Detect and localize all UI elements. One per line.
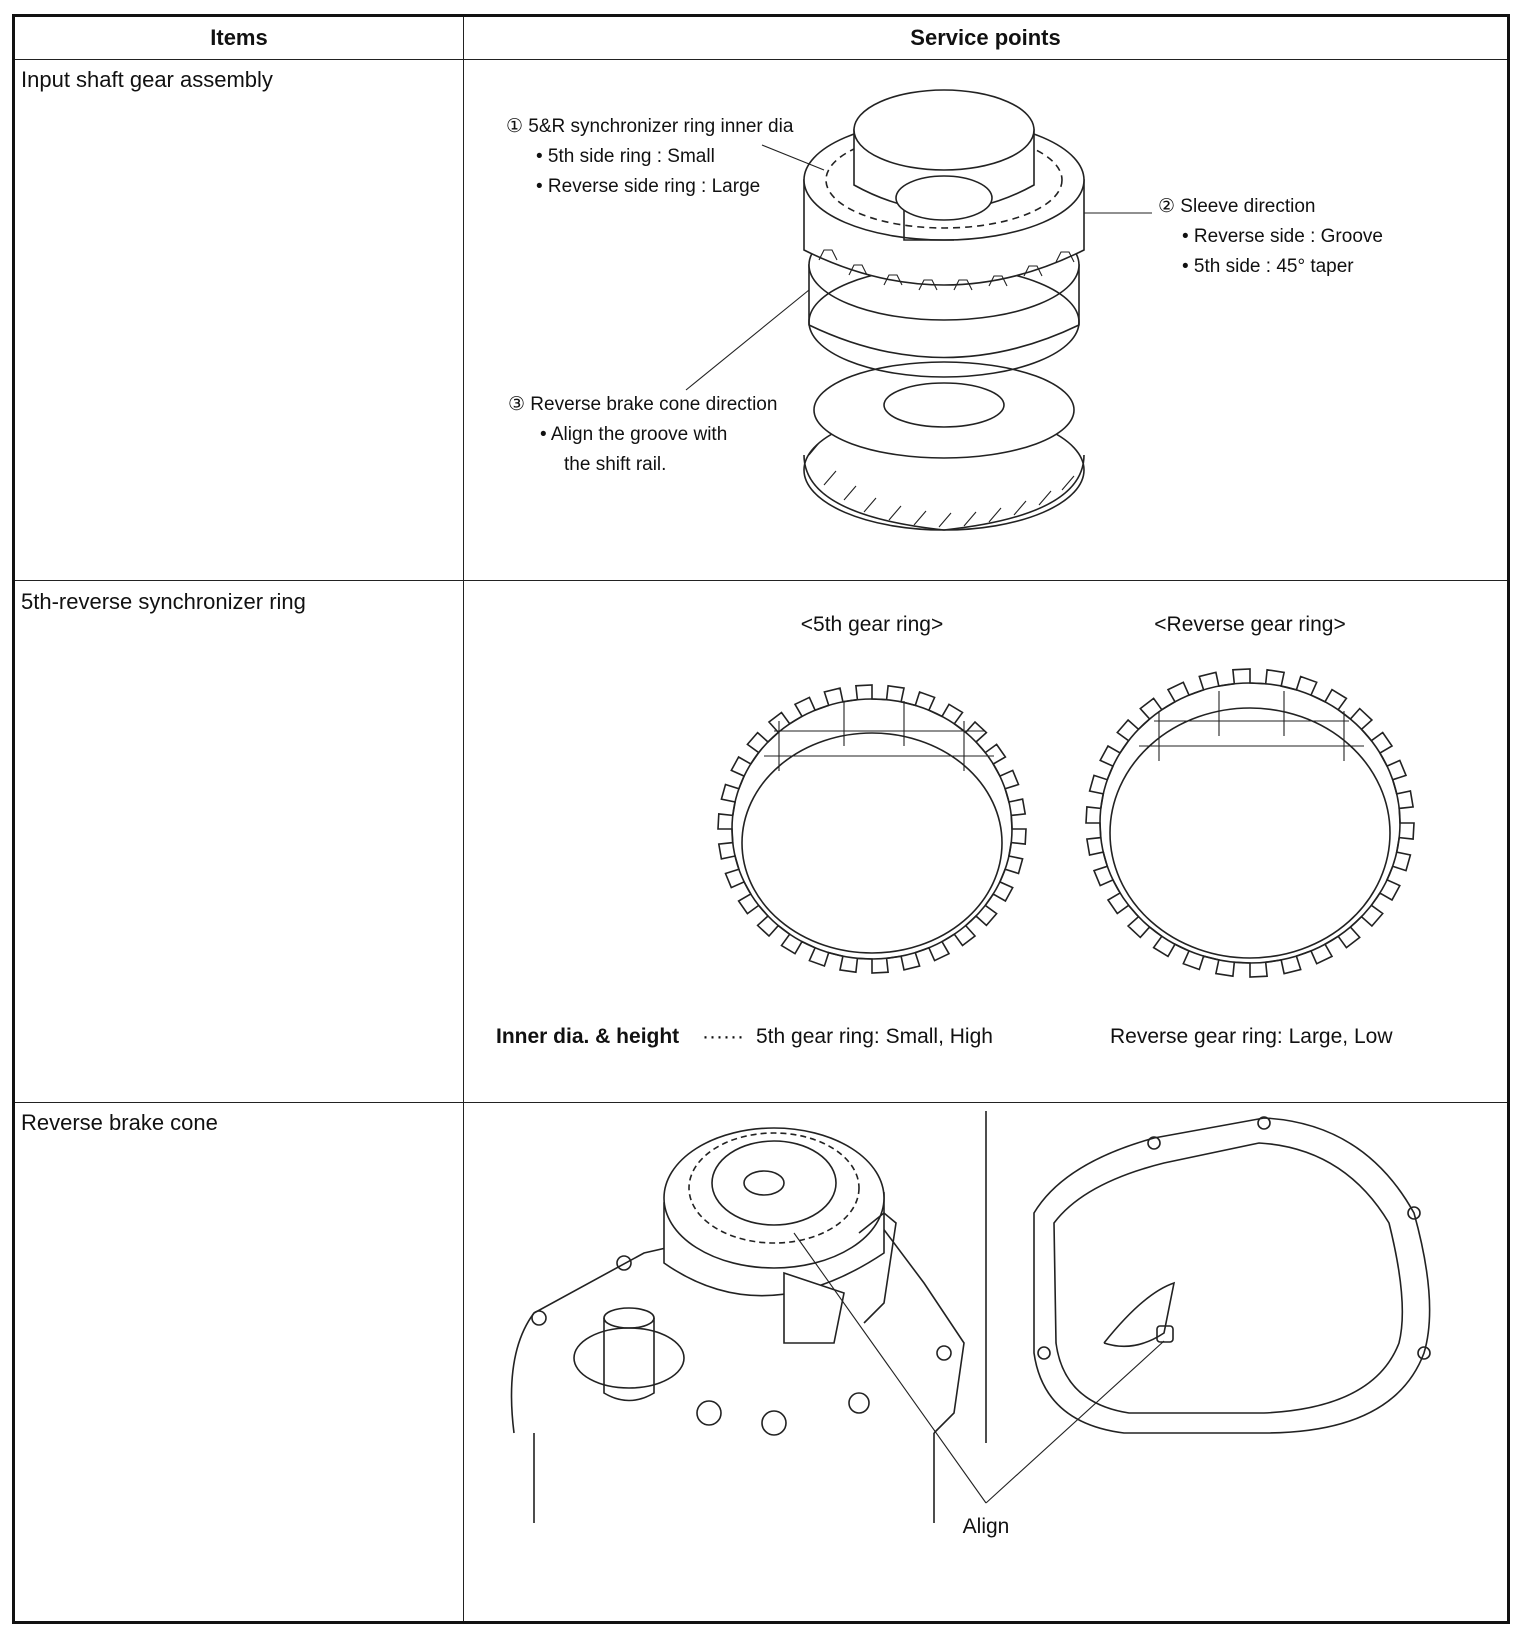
note-dots: ······ bbox=[702, 1025, 744, 1048]
fifth-gear-ring-label: <5th gear ring> bbox=[801, 613, 943, 636]
note-inner-dia-height: Inner dia. & height bbox=[496, 1025, 679, 1048]
leader-lines bbox=[685, 144, 1152, 391]
callout-1-title: ① 5&R synchronizer ring inner dia bbox=[506, 116, 794, 137]
align-label: Align bbox=[963, 1515, 1010, 1538]
callout-2-bullet-1: • Reverse side : Groove bbox=[1182, 226, 1383, 247]
column-divider bbox=[463, 17, 464, 1621]
header-service-points: Service points bbox=[910, 25, 1061, 50]
header-items: Items bbox=[210, 25, 268, 50]
reverse-gear-ring-label: <Reverse gear ring> bbox=[1154, 613, 1345, 636]
row-divider-2 bbox=[15, 1102, 1507, 1103]
input-shaft-gear-illustration: ① 5&R synchronizer ring inner dia • 5th … bbox=[506, 89, 1383, 531]
fifth-gear-ring bbox=[717, 684, 1027, 974]
note-fifth-gear-ring: 5th gear ring: Small, High bbox=[756, 1025, 993, 1048]
item-reverse-brake-cone: Reverse brake cone bbox=[21, 1110, 218, 1135]
note-reverse-gear-ring: Reverse gear ring: Large, Low bbox=[1110, 1025, 1393, 1048]
service-table: Items Service points Input shaft gear as… bbox=[12, 14, 1510, 1624]
callout-3-title: ③ Reverse brake cone direction bbox=[508, 394, 777, 415]
reverse-gear-ring bbox=[1085, 668, 1415, 978]
callout-3-bullet-2: the shift rail. bbox=[564, 454, 666, 475]
callout-3-bullet-1: • Align the groove with bbox=[540, 424, 727, 445]
callout-2-bullet-2: • 5th side : 45° taper bbox=[1182, 256, 1354, 277]
right-housing bbox=[1033, 1116, 1431, 1434]
brake-cone-assembly bbox=[663, 1127, 897, 1344]
item-synchronizer-ring: 5th-reverse synchronizer ring bbox=[21, 589, 306, 614]
align-leader-lines bbox=[793, 1232, 1165, 1504]
synchronizer-rings-illustration: <5th gear ring> <Reverse gear ring> Inne… bbox=[496, 613, 1415, 1048]
synchronizer-ring-top bbox=[853, 89, 1035, 241]
row-divider-1 bbox=[15, 580, 1507, 581]
callout-1-bullet-1: • 5th side ring : Small bbox=[536, 146, 715, 167]
lower-helical-gear bbox=[803, 361, 1085, 531]
callout-1-bullet-2: • Reverse side ring : Large bbox=[536, 176, 760, 197]
item-input-shaft-gear-assembly: Input shaft gear assembly bbox=[21, 67, 273, 92]
left-housing bbox=[510, 1202, 965, 1523]
reverse-brake-cone-illustration: Align bbox=[510, 1111, 1431, 1538]
header-divider bbox=[15, 59, 1507, 60]
callout-2-title: ② Sleeve direction bbox=[1158, 196, 1316, 217]
